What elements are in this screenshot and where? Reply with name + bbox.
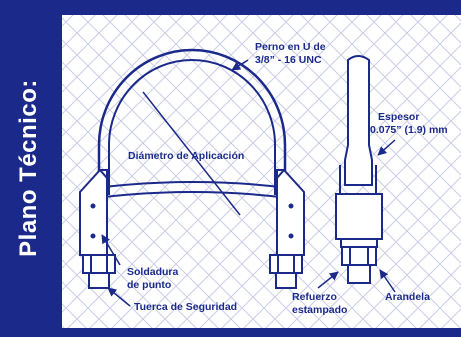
u-bolt-outer — [97, 48, 287, 195]
weld-leader — [101, 234, 121, 266]
lock-nut-leader — [107, 287, 131, 307]
reinforce-label-line2: estampado — [292, 304, 347, 316]
reinforce-label-line1: Refuerzo — [292, 291, 337, 303]
right-bolt-end — [275, 272, 297, 289]
weld-dot — [288, 203, 294, 209]
side-view-ubolt — [344, 55, 373, 186]
right-clamp-block — [276, 169, 305, 256]
diameter-line — [142, 91, 241, 216]
side-view-clamp — [335, 193, 383, 240]
weld-dot — [288, 233, 294, 239]
left-bolt-end — [88, 272, 110, 289]
weld-dot — [90, 233, 96, 239]
thickness-label-line1: Espesor — [378, 111, 419, 123]
u-bolt-label-line1: Perno en U de — [255, 41, 326, 53]
u-bolt-label-line2: 3/8” - 16 UNC — [255, 54, 322, 66]
side-view-washer — [340, 238, 378, 248]
washer-label: Arandela — [385, 291, 430, 303]
right-clamp-edge — [276, 169, 285, 179]
weld-label-line1: Soldadura — [127, 266, 179, 278]
side-view-nut — [341, 246, 377, 266]
u-bolt-inner — [108, 59, 276, 195]
lock-nut-label: Tuerca de Seguridad — [134, 301, 237, 313]
saddle-band-bottom — [95, 191, 290, 199]
left-clamp-block — [79, 169, 108, 256]
u-bolt-leader — [231, 59, 249, 71]
washer-leader — [379, 269, 396, 293]
thickness-leader — [377, 139, 396, 156]
drawing-pattern — [62, 15, 461, 328]
weld-dot — [90, 203, 96, 209]
saddle-band-top — [95, 181, 290, 189]
reinforce-leader — [317, 271, 339, 289]
left-clamp-edge — [99, 169, 108, 179]
diameter-label: Diámetro de Aplicación — [128, 150, 244, 162]
side-band: Plano Técnico: — [0, 0, 58, 337]
left-nut — [82, 254, 116, 274]
right-nut — [269, 254, 303, 274]
weld-label-line2: de punto — [127, 279, 171, 291]
side-view-bolt-end — [347, 264, 371, 284]
thickness-label-line2: 0.075” (1.9) mm — [370, 124, 448, 136]
